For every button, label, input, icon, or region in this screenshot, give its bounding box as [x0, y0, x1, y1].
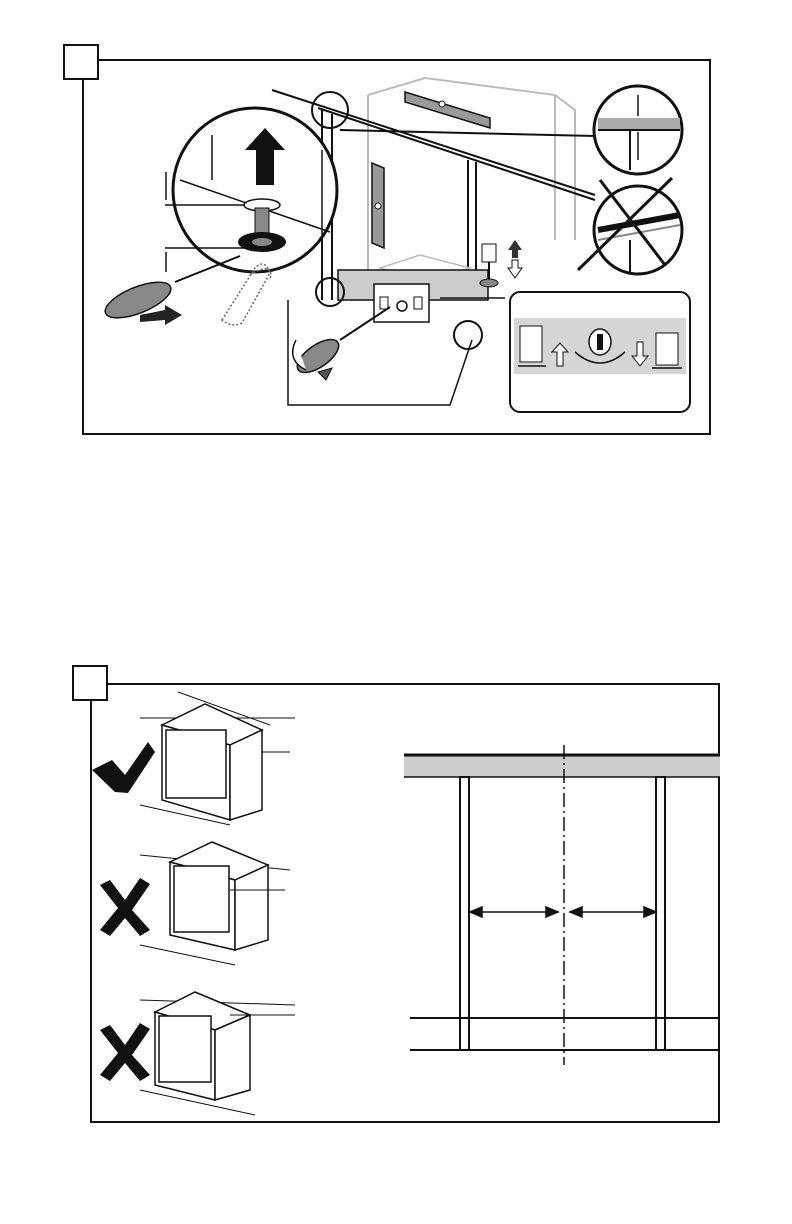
- equal-distance-arrow-icon: [470, 907, 656, 917]
- appliance-recessed: [140, 992, 295, 1115]
- check-mark-icon: [92, 742, 155, 793]
- centering-diagram: [404, 745, 720, 1065]
- cross-mark-icon: [100, 878, 150, 936]
- appliance-flush: [140, 692, 295, 825]
- appliance-protruding: [140, 842, 290, 965]
- cross-mark-icon: [100, 1023, 150, 1081]
